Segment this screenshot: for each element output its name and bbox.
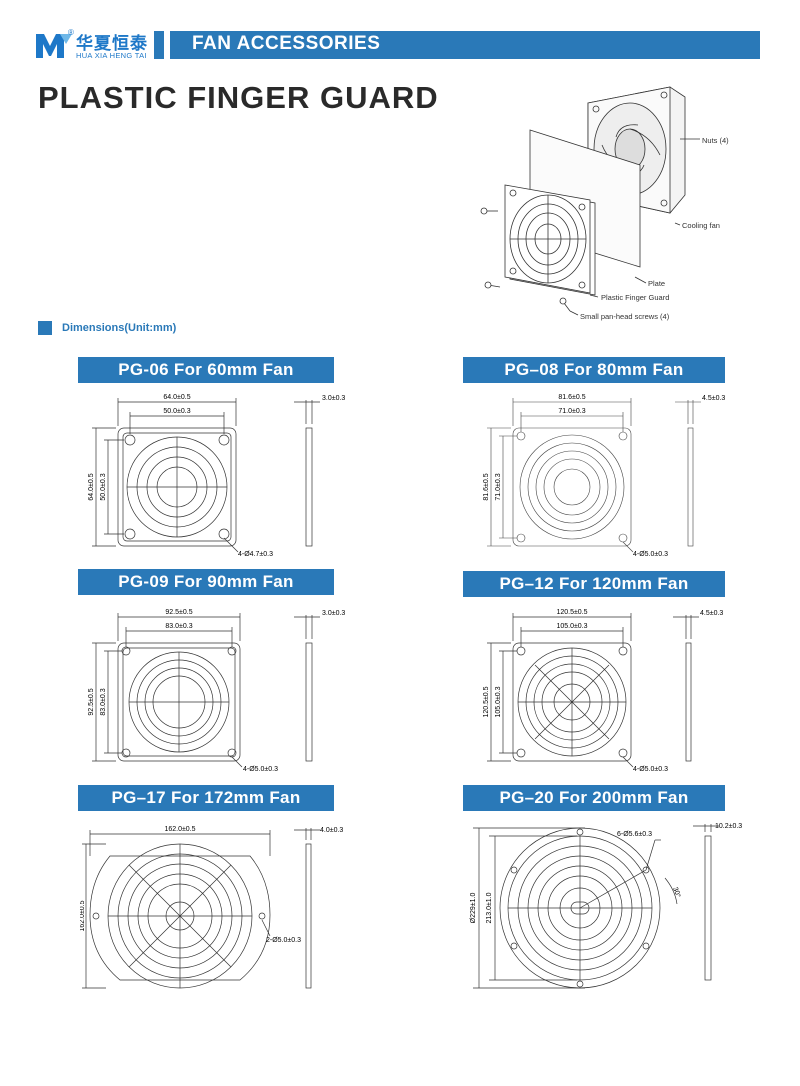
drawing-pg12: 120.5±0.5 105.0±0.3 120.5±0.5 105.0±0.3 … bbox=[483, 609, 723, 773]
dimensions-marker bbox=[38, 321, 52, 335]
assembly-diagram: Nuts (4) Cooling fan Plate Plastic Finge… bbox=[480, 86, 729, 321]
pg08-outer-v-label: 81.6±0.5 bbox=[483, 473, 490, 500]
pg06-thickness-label: 3.0±0.3 bbox=[322, 395, 345, 402]
banner-pg17: PG–17 For 172mm Fan bbox=[78, 785, 334, 811]
header-bar-notch bbox=[154, 31, 164, 59]
pg12-outer-label: 120.5±0.5 bbox=[556, 609, 587, 616]
pg12-holes-label: 4-Ø5.0±0.3 bbox=[633, 766, 668, 773]
pg08-outer-label: 81.6±0.5 bbox=[558, 394, 585, 401]
finger-guard-drawing bbox=[504, 184, 596, 296]
callout-nuts: Nuts (4) bbox=[702, 136, 729, 145]
pg09-inner-v-label: 83.0±0.3 bbox=[100, 688, 107, 715]
brand-name-en: HUA XIA HENG TAI bbox=[76, 51, 147, 60]
callout-cooling-fan: Cooling fan bbox=[682, 221, 720, 230]
pg20-holes-label: 6-Ø5.6±0.3 bbox=[617, 831, 652, 838]
pg20-inner-label: 213.0±1.0 bbox=[486, 892, 493, 923]
registered-mark: ® bbox=[68, 28, 74, 37]
drawing-pg08: 81.6±0.5 71.0±0.3 81.6±0.5 71.0±0.3 4-Ø5… bbox=[483, 394, 725, 558]
pg17-outer-v-label: 162.0±0.5 bbox=[80, 900, 86, 931]
pg06-holes-label: 4-Ø4.7±0.3 bbox=[238, 551, 273, 558]
pg08-inner-v-label: 71.0±0.3 bbox=[495, 473, 502, 500]
pg17-outer-label: 162.0±0.5 bbox=[164, 826, 195, 833]
pg12-thickness-label: 4.5±0.3 bbox=[700, 610, 723, 617]
pg06-inner-label: 50.0±0.3 bbox=[163, 408, 190, 415]
screws-drawing bbox=[480, 207, 571, 312]
pg08-holes-label: 4-Ø5.0±0.3 bbox=[633, 551, 668, 558]
brand-logo: ® 华夏恒泰 HUA XIA HENG TAI bbox=[36, 28, 186, 64]
pg06-outer-v-label: 64.0±0.5 bbox=[88, 473, 95, 500]
banner-pg20: PG–20 For 200mm Fan bbox=[463, 785, 725, 811]
brand-name-cn: 华夏恒泰 bbox=[76, 34, 148, 53]
pg20-angle-label: 30° bbox=[671, 886, 682, 899]
pg06-inner-v-label: 50.0±0.3 bbox=[100, 473, 107, 500]
pg12-inner-label: 105.0±0.3 bbox=[556, 623, 587, 630]
drawing-pg06: 64.0±0.5 50.0±0.3 64.0±0.5 50.0±0.3 4-Ø4… bbox=[88, 394, 345, 558]
pg09-thickness-label: 3.0±0.3 bbox=[322, 610, 345, 617]
pg17-thickness-label: 4.0±0.3 bbox=[320, 827, 343, 834]
drawing-pg17: 162.0±0.5 162.0±0.5 2-Ø5.0±0.3 4.0±0.3 bbox=[80, 826, 343, 989]
banner-pg12: PG–12 For 120mm Fan bbox=[463, 571, 725, 597]
pg12-outer-v-label: 120.5±0.5 bbox=[483, 686, 490, 717]
callout-finger-guard: Plastic Finger Guard bbox=[601, 293, 669, 302]
pg20-outer-label: Ø229±1.0 bbox=[470, 893, 477, 924]
banner-pg06: PG-06 For 60mm Fan bbox=[78, 357, 334, 383]
pg09-inner-label: 83.0±0.3 bbox=[165, 623, 192, 630]
banner-pg09: PG-09 For 90mm Fan bbox=[78, 569, 334, 595]
header-bar bbox=[170, 31, 760, 59]
logo-mark-icon bbox=[36, 34, 72, 58]
page-title: PLASTIC FINGER GUARD bbox=[38, 80, 439, 115]
pg09-outer-label: 92.5±0.5 bbox=[165, 609, 192, 616]
pg08-thickness-label: 4.5±0.3 bbox=[702, 395, 725, 402]
banner-pg08: PG–08 For 80mm Fan bbox=[463, 357, 725, 383]
callout-screws: Small pan-head screws (4) bbox=[580, 312, 670, 321]
pg08-inner-label: 71.0±0.3 bbox=[558, 408, 585, 415]
pg12-inner-v-label: 105.0±0.3 bbox=[495, 686, 502, 717]
pg09-outer-v-label: 92.5±0.5 bbox=[88, 688, 95, 715]
callout-plate: Plate bbox=[648, 279, 665, 288]
drawing-pg09: 92.5±0.5 83.0±0.3 92.5±0.5 83.0±0.3 4-Ø5… bbox=[88, 609, 345, 773]
pg17-holes-label: 2-Ø5.0±0.3 bbox=[266, 937, 301, 944]
drawing-pg20: Ø229±1.0 213.0±1.0 6-Ø5.6±0.3 30° 10.2±0… bbox=[470, 823, 742, 989]
dimensions-label: Dimensions(Unit:mm) bbox=[62, 322, 177, 334]
section-title: FAN ACCESSORIES bbox=[192, 33, 381, 54]
pg06-outer-label: 64.0±0.5 bbox=[163, 394, 190, 401]
pg09-holes-label: 4-Ø5.0±0.3 bbox=[243, 766, 278, 773]
pg20-thickness-label: 10.2±0.3 bbox=[715, 823, 742, 830]
